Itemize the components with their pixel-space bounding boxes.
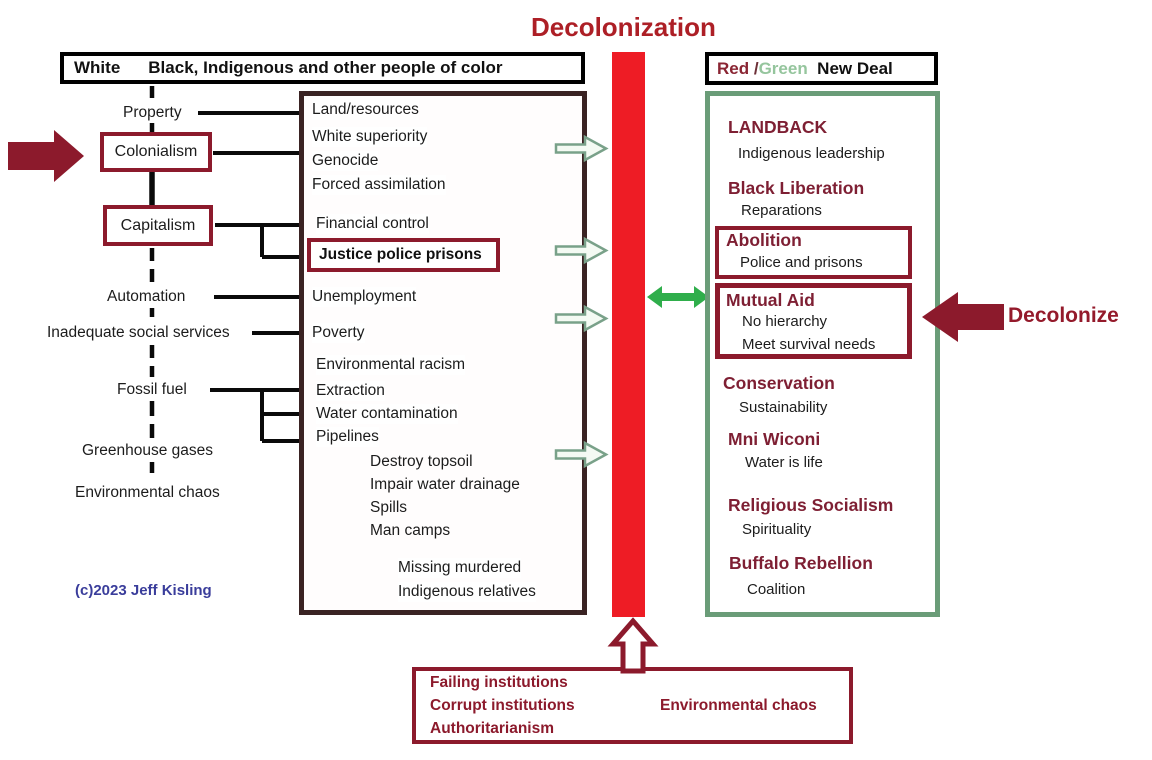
- label-justice-police-prisons: Justice police prisons: [319, 246, 482, 263]
- label-water-is-life: Water is life: [745, 454, 823, 471]
- label-inadequate-social-services: Inadequate social services: [47, 323, 230, 343]
- label-environmental-racism: Environmental racism: [316, 355, 466, 375]
- label-property: Property: [123, 103, 182, 123]
- label-unemployment: Unemployment: [312, 287, 417, 307]
- label-mutual-aid: Mutual Aid: [726, 290, 815, 311]
- label-capitalism: Capitalism: [120, 216, 196, 234]
- label-reparations: Reparations: [741, 202, 822, 219]
- label-water-contamination: Water contamination: [316, 404, 458, 424]
- label-financial-control: Financial control: [316, 214, 429, 234]
- label-destroy-topsoil: Destroy topsoil: [370, 453, 473, 470]
- left-header-bipoc: Black, Indigenous and other people of co…: [148, 58, 503, 77]
- label-impair-water-drainage: Impair water drainage: [370, 476, 520, 493]
- label-indigenous-relatives: Indigenous relatives: [398, 582, 536, 602]
- label-automation: Automation: [107, 287, 186, 307]
- right-header-slash: /: [749, 58, 759, 78]
- label-conservation: Conservation: [723, 373, 835, 394]
- right-header-new-deal: New Deal: [807, 58, 893, 78]
- label-mni-wiconi: Mni Wiconi: [728, 429, 821, 450]
- label-spirituality: Spirituality: [742, 521, 812, 538]
- decolonization-bar: [612, 52, 645, 617]
- label-indigenous-leadership: Indigenous leadership: [738, 145, 885, 162]
- label-sustainability: Sustainability: [739, 399, 828, 416]
- right-header-red: Red: [717, 58, 750, 78]
- diagram-title: Decolonization: [531, 12, 716, 42]
- label-police-and-prisons: Police and prisons: [740, 254, 863, 271]
- label-abolition: Abolition: [726, 230, 802, 251]
- label-land-resources: Land/resources: [312, 100, 419, 120]
- label-white-superiority: White superiority: [312, 127, 428, 147]
- label-meet-survival-needs: Meet survival needs: [742, 336, 876, 353]
- flow-arrow-icon-1: [554, 134, 609, 163]
- label-forced-assimilation: Forced assimilation: [312, 175, 446, 195]
- label-missing-murdered: Missing murdered: [398, 558, 522, 578]
- label-failing-institutions: Failing institutions: [430, 674, 568, 691]
- label-religious-socialism: Religious Socialism: [728, 495, 894, 516]
- label-spills: Spills: [370, 499, 408, 516]
- flow-arrow-icon-3: [554, 304, 609, 333]
- copyright-text: (c)2023 Jeff Kisling: [75, 582, 212, 599]
- colonialism-arrow-icon: [8, 130, 84, 182]
- label-black-liberation: Black Liberation: [728, 178, 865, 199]
- label-man-camps: Man camps: [370, 522, 451, 539]
- flow-arrow-icon-2: [554, 236, 609, 265]
- label-bottom-environmental-chaos: Environmental chaos: [660, 697, 817, 714]
- label-corrupt-institutions: Corrupt institutions: [430, 697, 575, 714]
- label-landback: LANDBACK: [728, 117, 828, 138]
- decolonize-arrow-icon: [922, 292, 1004, 342]
- label-greenhouse-gases: Greenhouse gases: [82, 441, 213, 461]
- label-genocide: Genocide: [312, 151, 379, 171]
- label-fossil-fuel: Fossil fuel: [117, 380, 187, 400]
- label-no-hierarchy: No hierarchy: [742, 313, 828, 330]
- left-header-box: White Black, Indigenous and other people…: [60, 52, 585, 84]
- label-coalition: Coalition: [747, 581, 806, 598]
- up-arrow-icon: [607, 617, 659, 674]
- justice-police-prisons-box: Justice police prisons: [307, 238, 500, 272]
- label-poverty: Poverty: [312, 323, 365, 343]
- label-colonialism: Colonialism: [114, 143, 198, 160]
- label-extraction: Extraction: [316, 381, 385, 401]
- exchange-arrow-icon: [647, 286, 709, 308]
- label-decolonize: Decolonize: [1008, 304, 1119, 327]
- flow-arrow-icon-4: [554, 440, 609, 469]
- label-buffalo-rebellion: Buffalo Rebellion: [729, 553, 873, 574]
- capitalism-box: Capitalism: [103, 205, 213, 246]
- label-authoritarianism: Authoritarianism: [430, 720, 555, 737]
- colonialism-box: Colonialism: [100, 132, 212, 172]
- right-header-green: Green: [758, 58, 808, 78]
- right-header-box: Red / Green New Deal: [705, 52, 938, 85]
- label-pipelines: Pipelines: [316, 427, 379, 447]
- left-header-white: White: [74, 58, 121, 77]
- label-environmental-chaos: Environmental chaos: [75, 483, 220, 503]
